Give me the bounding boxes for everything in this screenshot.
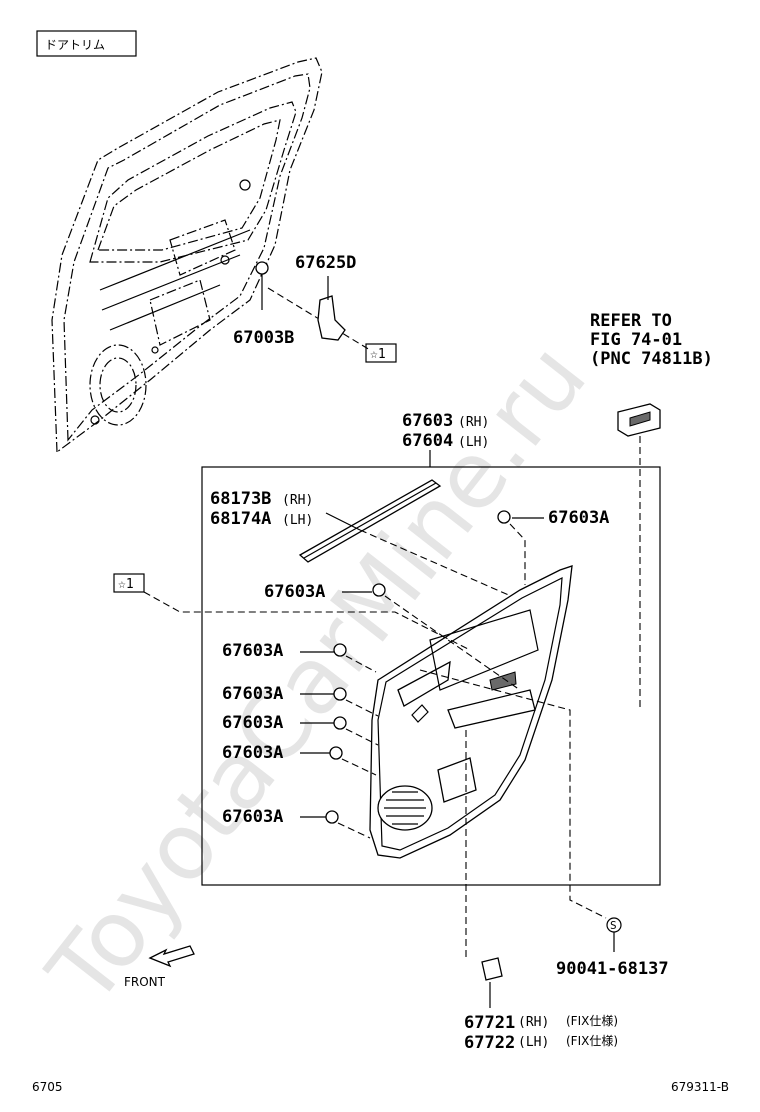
clip-67603a-7: 67603A [222,807,371,839]
label-67722-side: (LH) [518,1035,549,1050]
section-label-box [36,30,137,57]
svg-text:67603A: 67603A [264,582,325,602]
fix-note-2: (FIX仕様) [566,1034,618,1048]
fix-note-1: (FIX仕様) [566,1014,618,1028]
label-67604-side: (LH) [458,435,489,450]
clip-icon [255,261,269,275]
svg-text:67603A: 67603A [222,713,283,733]
clip-67603a-5: 67603A [222,713,379,746]
screw-marker: S [610,919,617,932]
label-67722: 67722 [464,1033,515,1053]
footer-left-code: 6705 [32,1080,63,1094]
front-label: FRONT [124,975,166,989]
bracket-67625d [317,295,346,341]
star-marker-box-top [365,343,397,363]
cover-67721 [481,957,503,981]
clip-67603a-4: 67603A [222,684,379,717]
clip-67603a-6: 67603A [222,743,377,776]
clip-67603a-2: 67603A [264,582,521,691]
front-arrow-icon [148,945,195,968]
svg-text:67603A: 67603A [222,743,283,763]
door-trim-panel [369,565,573,859]
label-67625d: 67625D [295,253,356,273]
assembly-box [201,466,661,886]
label-67003b: 67003B [233,328,294,348]
footer-right-code: 679311-B [671,1080,729,1094]
star-marker-top: ☆1 [370,347,386,362]
label-67721: 67721 [464,1013,515,1033]
label-90041-68137: 90041-68137 [556,959,669,979]
svg-text:67603A: 67603A [222,807,283,827]
refer-line-1: REFER TO [590,311,672,331]
star-marker-left: ☆1 [118,577,134,592]
clip-67603a-top: 67603A [497,508,609,585]
label-68173b: 68173B [210,489,271,509]
star-marker-box-left [113,573,145,593]
label-67604: 67604 [402,431,453,451]
refer-line-2: FIG 74-01 [590,330,682,350]
label-67603-side: (RH) [458,415,489,430]
clip-67603a-3: 67603A [222,641,377,673]
refer-line-3: (PNC 74811B) [590,349,713,369]
label-67721-side: (RH) [518,1015,549,1030]
label-68174a-side: (LH) [282,513,313,528]
section-label: ドアトリム [45,38,105,52]
door-frame [51,57,323,454]
label-67603: 67603 [402,411,453,431]
svg-text:67603A: 67603A [222,641,283,661]
label-68173b-side: (RH) [282,493,313,508]
svg-text:67603A: 67603A [222,684,283,704]
label-68174a: 68174A [210,509,271,529]
svg-text:67603A: 67603A [548,508,609,528]
